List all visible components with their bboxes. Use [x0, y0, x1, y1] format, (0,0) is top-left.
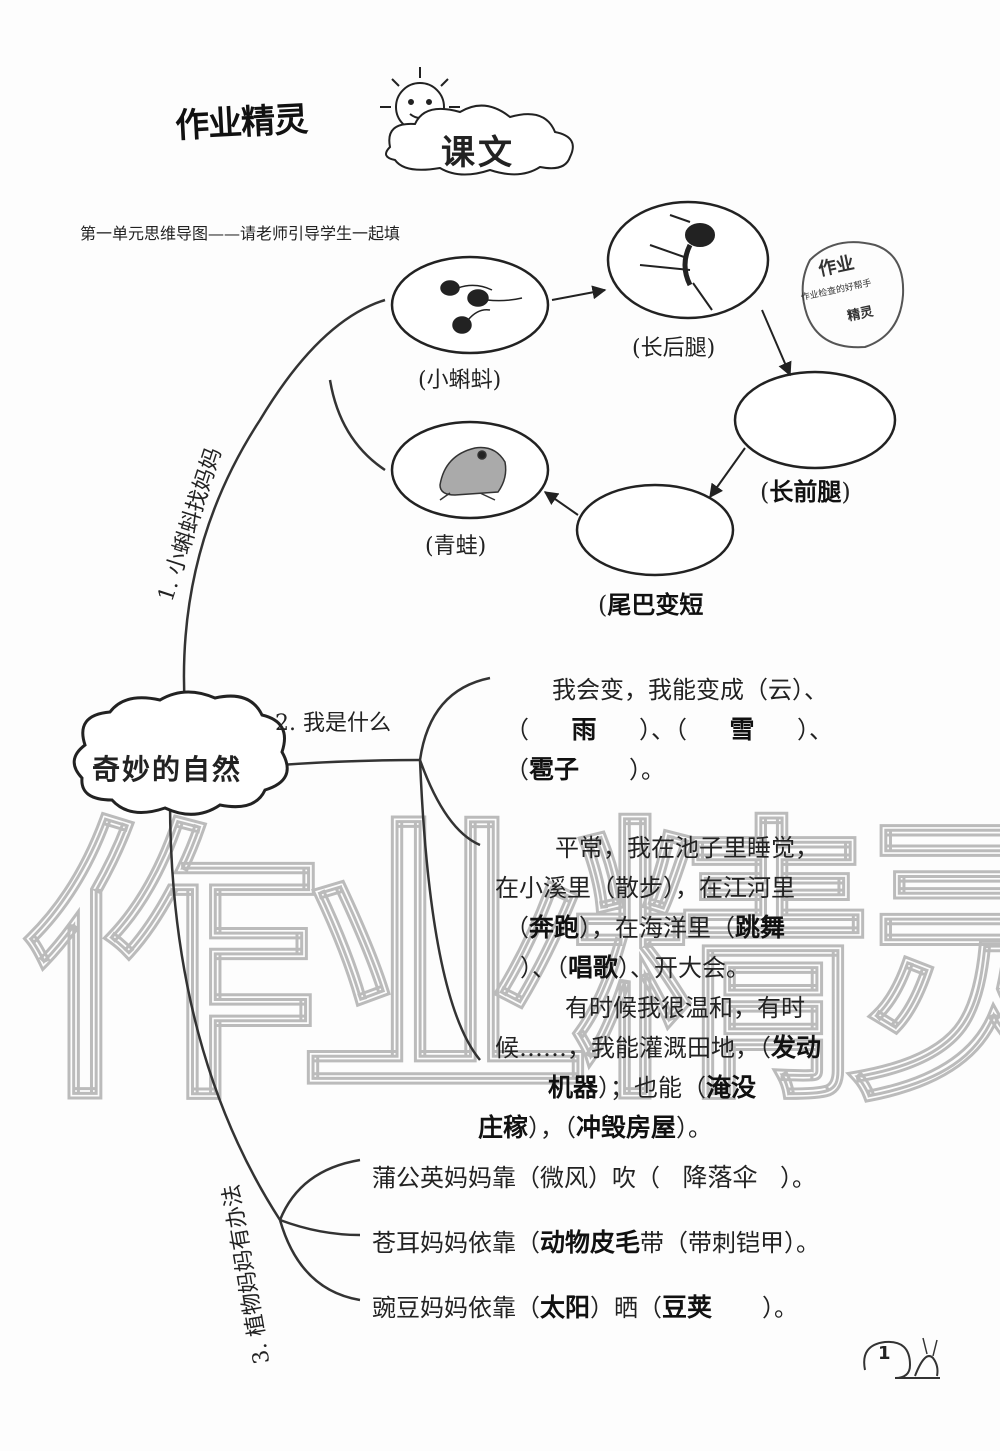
tadpole-back-legs-icon	[639, 214, 715, 311]
answer-rain: 雨	[571, 715, 597, 744]
answer-power: 发动	[771, 1033, 822, 1062]
arrow-4	[543, 491, 579, 516]
branch2-fork-up	[418, 676, 491, 761]
branch3-fork-3	[278, 1219, 361, 1302]
answer-run: 奔跑	[529, 913, 580, 942]
branch2-label: 2. 我是什么	[275, 711, 391, 736]
cloud-shape	[385, 104, 574, 176]
p3-l4-close: ）。	[676, 1114, 713, 1142]
label-tadpole: (小蝌蚪)	[418, 368, 502, 393]
page-number: 1	[878, 1343, 891, 1364]
answer-tail: 尾巴变短	[607, 591, 704, 619]
p2-line1: 平常，我在池子里睡觉，	[555, 834, 819, 862]
ellipse-back-legs	[606, 200, 770, 320]
p1-line3: （雹子 ）。	[505, 750, 665, 786]
tadpole-icon	[440, 280, 523, 334]
p1-line1: 我会变，我能变成（云）、	[552, 676, 828, 704]
answer-snow: 雪	[729, 715, 755, 744]
sun-cloud-badge	[380, 67, 574, 176]
answer-front-legs: 长前腿	[769, 478, 842, 506]
answer-hail: 雹子	[529, 755, 580, 784]
branch2-fork-low	[418, 759, 481, 1061]
label-frog: (青蛙)	[425, 534, 487, 559]
answer-flood: 淹没	[706, 1073, 757, 1102]
answer-pod: 豆荚	[662, 1293, 713, 1322]
p2-l3-open: （	[505, 914, 529, 942]
arrow-2	[761, 309, 792, 377]
branch3-fork-2	[279, 1218, 361, 1237]
stamp-logo	[801, 241, 905, 349]
answer-dance: 跳舞	[735, 913, 786, 942]
ellipse-tadpole	[390, 255, 550, 355]
plant-row-cocklebur: 苍耳妈妈依靠（动物皮毛带（带刺铠甲）。	[372, 1223, 820, 1259]
answer-parachute: 降落伞	[682, 1163, 758, 1192]
p3-line3: 机器）；也能（淹没	[548, 1068, 756, 1104]
badge-label: 课文	[441, 133, 515, 173]
answer-crops: 庄稼	[478, 1113, 529, 1142]
branch1-line	[182, 298, 386, 711]
p1-line2: （ 雨 ）、（ 雪 ）、	[505, 710, 833, 746]
p3-l3-text: ）；也能（	[598, 1074, 707, 1102]
plant-row-dandelion: 蒲公英妈妈靠（微风）吹（ 降落伞 ）。	[372, 1158, 816, 1194]
branch3-line	[168, 799, 282, 1221]
center-topic: 奇妙的自然	[92, 753, 243, 786]
p2-line2: 在小溪里（散步），在江河里	[495, 874, 795, 902]
p1-l3-close: ）。	[629, 756, 665, 784]
row3-close: ）。	[762, 1294, 799, 1322]
label-tail-open: (	[598, 591, 608, 619]
ellipse-front-legs	[733, 370, 897, 470]
arrow-1	[551, 285, 607, 301]
p2-l4-open: ）、（	[520, 954, 568, 982]
watermark-logo: 作业精灵	[19, 791, 1000, 1143]
row3-mid: ）晒（	[590, 1294, 663, 1322]
arrow-3	[709, 447, 746, 499]
p2-line3: （奔跑），在海洋里（跳舞	[505, 908, 785, 944]
p1-l2-close: ）、	[797, 716, 833, 744]
snail-icon	[863, 1337, 940, 1379]
p2-l4-close: ）、开大会。	[618, 954, 751, 982]
row1-close: ）。	[780, 1164, 816, 1192]
answer-machine: 机器	[548, 1073, 599, 1102]
p2-line4: ）、（唱歌）、开大会。	[520, 948, 750, 984]
p1-l3-open: （	[505, 756, 529, 784]
p3-line2: 候……，我能灌溉田地，（发动	[495, 1028, 821, 1064]
p3-l4-mid: ），（	[528, 1114, 577, 1142]
answer-sun: 太阳	[540, 1293, 591, 1322]
p1-l2-mid: ）、（	[639, 716, 687, 744]
subtitle: 第一单元思维导图——请老师引导学生一起填	[80, 224, 401, 243]
label-front-legs-close: )	[841, 478, 851, 506]
row3-text: 豌豆妈妈依靠（	[372, 1294, 540, 1322]
answer-fur: 动物皮毛	[540, 1228, 641, 1257]
p2-l3-mid: ），在海洋里（	[579, 914, 736, 942]
answer-houses: 冲毁房屋	[576, 1113, 677, 1142]
row2-close: 带（带刺铠甲）。	[640, 1229, 821, 1257]
p3-line4: 庄稼），（冲毁房屋）。	[478, 1108, 712, 1144]
p1-l2-open: （	[505, 716, 529, 744]
row1-text: 蒲公英妈妈靠（微风）吹（	[372, 1164, 660, 1192]
branch2-line	[279, 758, 421, 767]
row2-text: 苍耳妈妈依靠（	[372, 1229, 540, 1257]
plant-row-pea: 豌豆妈妈依靠（太阳）晒（豆荚 ）。	[372, 1288, 798, 1324]
p3-line1: 有时候我很温和，有时	[565, 994, 805, 1022]
answer-sing: 唱歌	[568, 953, 619, 982]
svg-text:作业精灵: 作业精灵	[20, 792, 1000, 1141]
label-front-legs-open: (	[760, 478, 770, 506]
branch3-fork-1	[278, 1158, 361, 1221]
branch2-fork-mid	[418, 759, 481, 847]
frog-icon	[439, 446, 507, 501]
ellipse-tail	[575, 483, 735, 577]
center-cloud	[72, 690, 289, 816]
label-back-legs: (长后腿)	[632, 336, 716, 361]
p3-l2-text: 候……，我能灌溉田地，（	[495, 1034, 771, 1062]
branch1-fork	[328, 379, 386, 472]
